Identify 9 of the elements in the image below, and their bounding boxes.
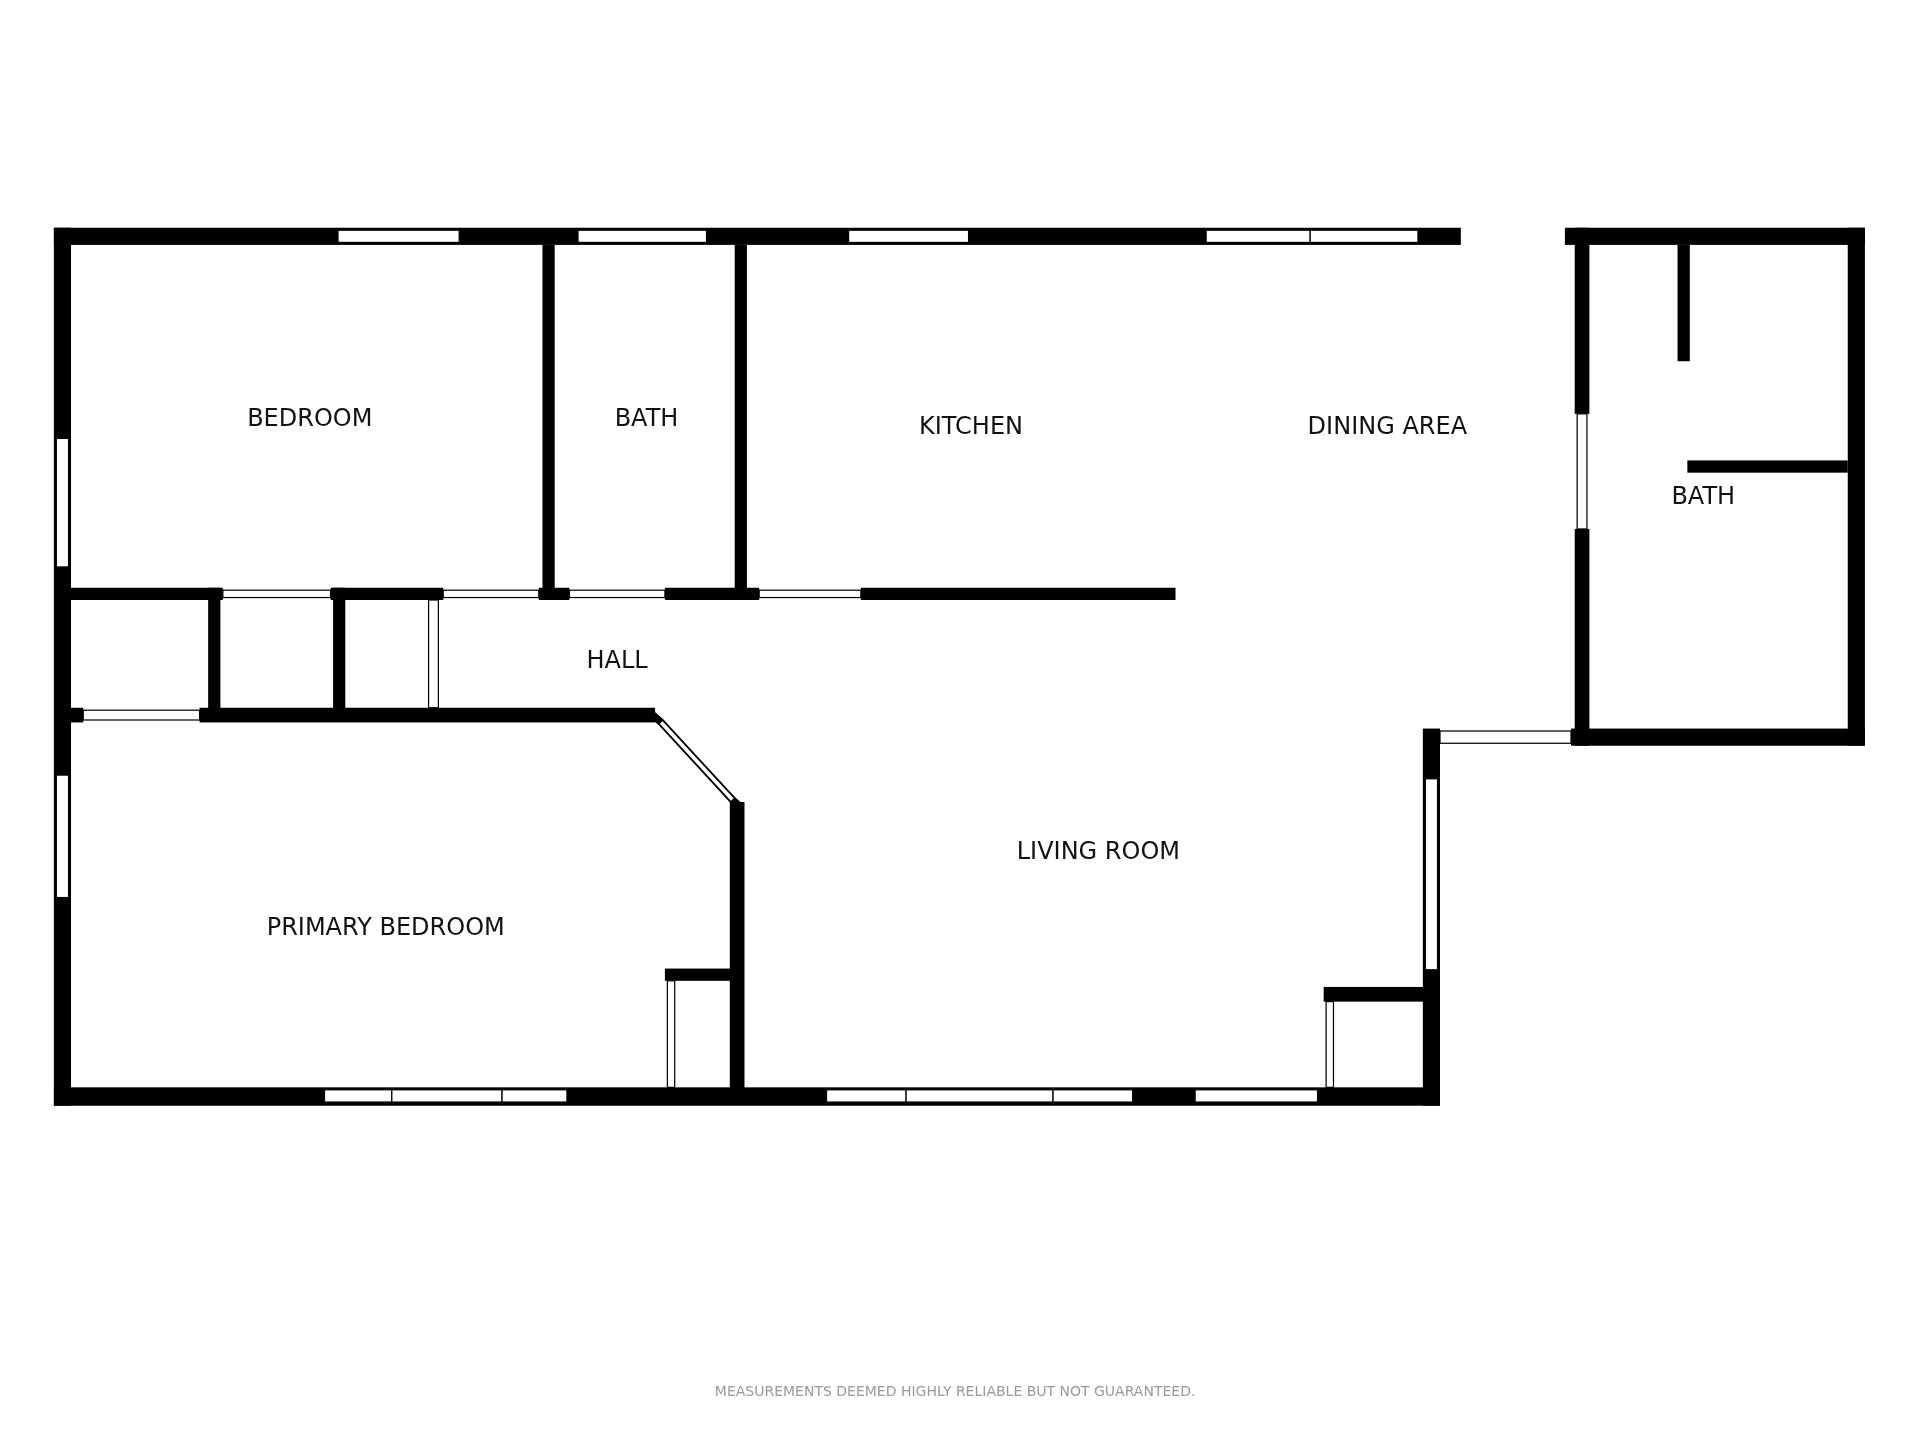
room-label: DINING AREA — [1307, 412, 1468, 441]
room-label: BEDROOM — [247, 403, 373, 432]
room-label: LIVING ROOM — [1016, 837, 1180, 865]
room-label: PRIMARY BEDROOM — [266, 912, 505, 941]
room-label: KITCHEN — [919, 412, 1023, 441]
room-label: BATH — [1671, 481, 1736, 510]
disclaimer-note: MEASUREMENTS DEEMED HIGHLY RELIABLE BUT NOT GUARANTEED. — [714, 1383, 1196, 1399]
room-label: BATH — [614, 403, 679, 432]
room-label: HALL — [586, 646, 648, 674]
